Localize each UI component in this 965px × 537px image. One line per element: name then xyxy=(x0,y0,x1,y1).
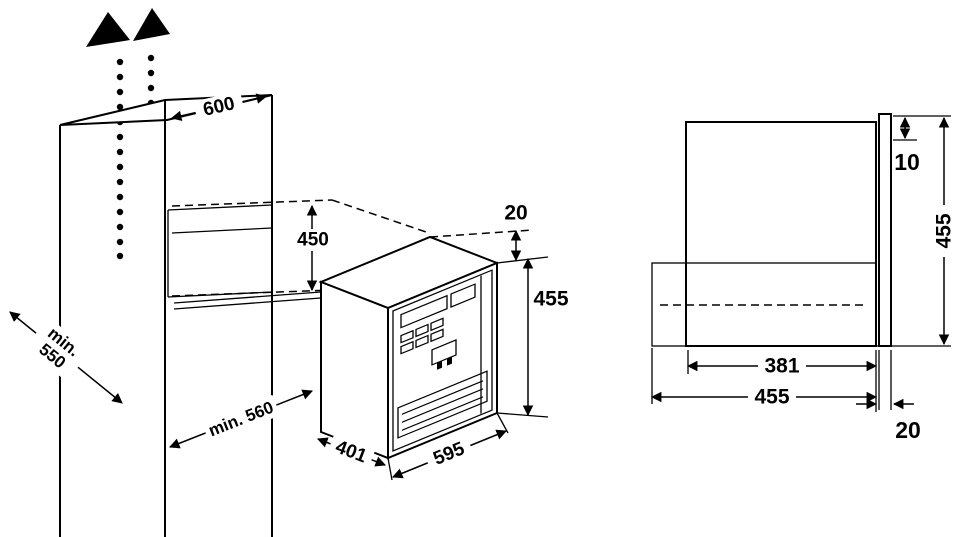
coffee-spout xyxy=(431,339,457,370)
projection-line-top xyxy=(171,199,333,207)
label-bg xyxy=(24,317,91,382)
airflow-arrow-icon xyxy=(86,8,170,260)
dim-niche-depth: min. 560 xyxy=(169,389,313,449)
airflow-dots xyxy=(116,54,155,260)
label-bg xyxy=(326,433,376,471)
dim-front-panel-thickness: 20 xyxy=(856,350,921,443)
label-bg xyxy=(932,205,956,257)
side-view: 10 455 381 455 xyxy=(650,113,956,443)
coffee-machine xyxy=(318,235,500,460)
dim-niche-height: 450 xyxy=(290,204,336,292)
dim-side-height: 455 xyxy=(876,116,956,347)
label-bg xyxy=(201,394,281,444)
label-bg xyxy=(748,385,796,409)
niche-opening xyxy=(167,199,430,310)
projection-line-to-appliance xyxy=(331,199,430,234)
dim-floor-clearance: min. 550 xyxy=(9,311,123,404)
airflow-triangle-left xyxy=(86,12,130,47)
display-clock xyxy=(450,283,476,308)
dim-label-side-height: 455 xyxy=(933,213,956,248)
dim-label-top-gap: 20 xyxy=(504,202,527,225)
furniture-front-panel xyxy=(878,113,892,347)
dim-side-total-depth: 455 xyxy=(650,348,878,409)
dim-label-niche-height: 450 xyxy=(297,230,329,251)
dim-label-front-panel-thickness: 20 xyxy=(895,417,921,443)
dim-label-side-top-gap: 10 xyxy=(894,149,920,175)
display xyxy=(400,294,448,329)
dim-label-niche-depth: min. 560 xyxy=(206,398,276,441)
cabinet-side-outline xyxy=(685,121,877,347)
airflow-triangle-right xyxy=(133,8,170,41)
dim-top-gap: 20 xyxy=(429,202,549,264)
telescopic-rails xyxy=(173,290,335,310)
appliance-side-face xyxy=(320,280,389,460)
dim-label-appliance-height: 455 xyxy=(533,288,568,311)
button-panel xyxy=(400,317,444,355)
dim-appliance-height: 455 xyxy=(496,257,569,418)
dim-side-inner-depth: 381 xyxy=(686,350,878,412)
projection-line-bottom xyxy=(171,289,333,297)
dim-label-side-inner-depth: 381 xyxy=(764,355,799,378)
cabinet-column xyxy=(59,94,273,537)
label-bg xyxy=(290,229,336,251)
appliance-side-profile xyxy=(651,262,877,347)
label-bg xyxy=(423,435,475,473)
appliance-front-panel xyxy=(392,269,493,452)
label-bg xyxy=(193,90,245,124)
dim-label-side-total-depth: 455 xyxy=(754,386,789,409)
isometric-view: 600 450 xyxy=(9,8,569,537)
dim-side-top-gap: 10 xyxy=(893,115,951,175)
drip-tray xyxy=(397,370,488,439)
label-bg xyxy=(758,354,806,378)
dim-top-depth: 600 xyxy=(170,90,268,124)
